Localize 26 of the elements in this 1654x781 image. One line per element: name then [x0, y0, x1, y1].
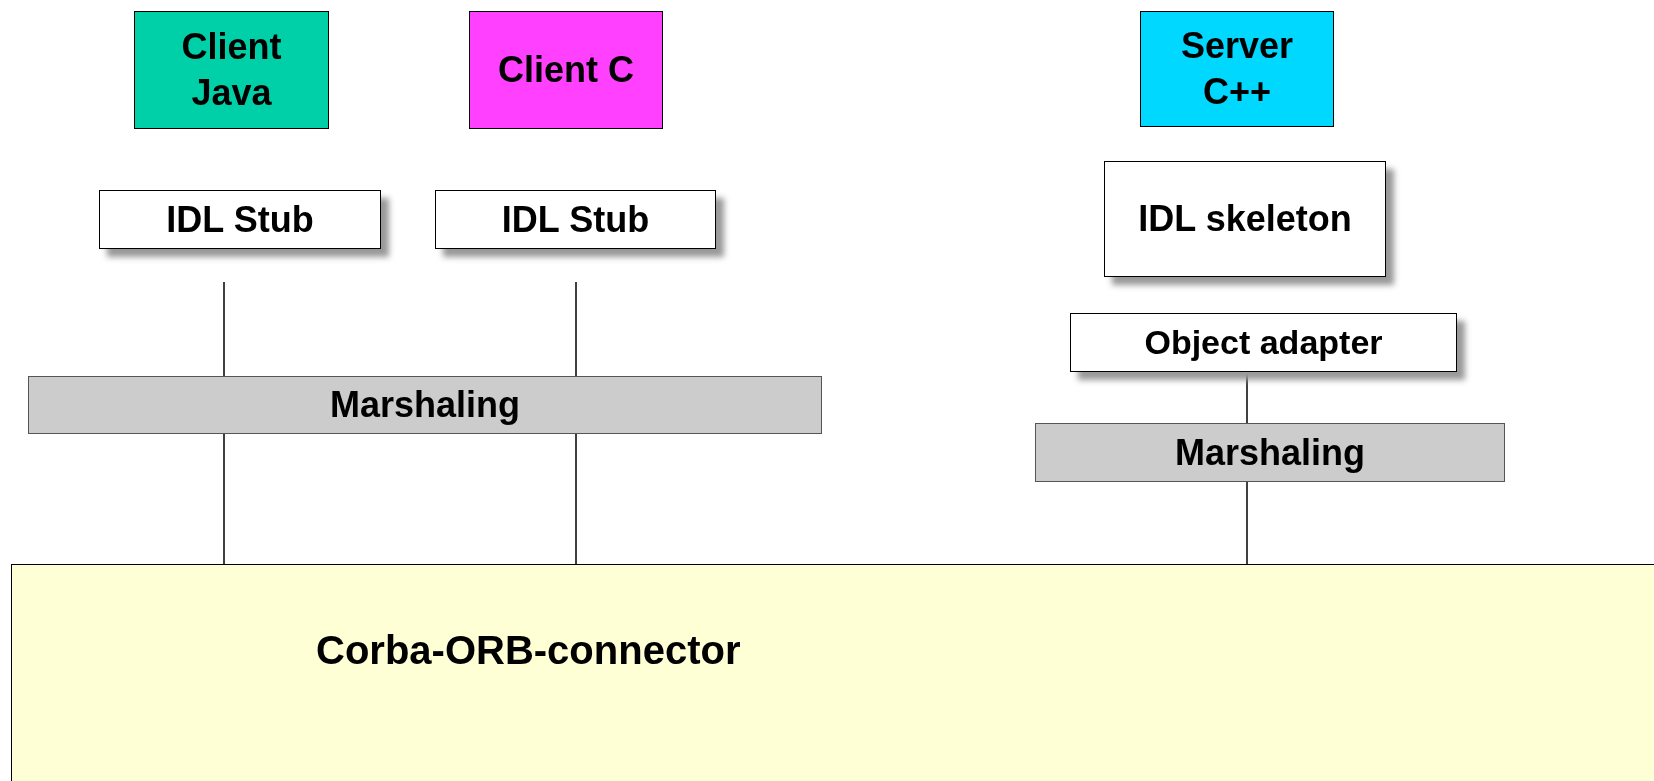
skeleton-box	[1104, 161, 1386, 277]
node-label: Marshaling	[329, 383, 520, 427]
connector-line	[575, 281, 577, 377]
connector-line	[1246, 371, 1248, 424]
node-label: Server C++	[1179, 24, 1295, 114]
node-label: Client Java	[180, 25, 283, 115]
server-box	[1140, 11, 1334, 127]
node-label: Corba-ORB-connector	[316, 627, 741, 674]
connector-line	[575, 433, 577, 565]
node-label: IDL Stub	[501, 197, 650, 242]
node-label: Object adapter	[1144, 322, 1383, 363]
node-label: IDL Stub	[166, 197, 314, 242]
adapter-box	[1070, 313, 1457, 372]
orb-band	[11, 564, 1654, 781]
marshaling-bar	[28, 376, 822, 434]
connector-line	[223, 281, 225, 377]
node-label: Marshaling	[1174, 430, 1365, 475]
connector-line	[1246, 481, 1248, 565]
marshaling-bar	[1035, 423, 1505, 482]
connector-line	[223, 433, 225, 565]
stub-box	[435, 190, 716, 249]
stub-box	[99, 190, 381, 249]
node-label: IDL skeleton	[1138, 197, 1352, 241]
client-box	[134, 11, 329, 129]
client-box	[469, 11, 663, 129]
node-label: Client C	[497, 48, 635, 92]
